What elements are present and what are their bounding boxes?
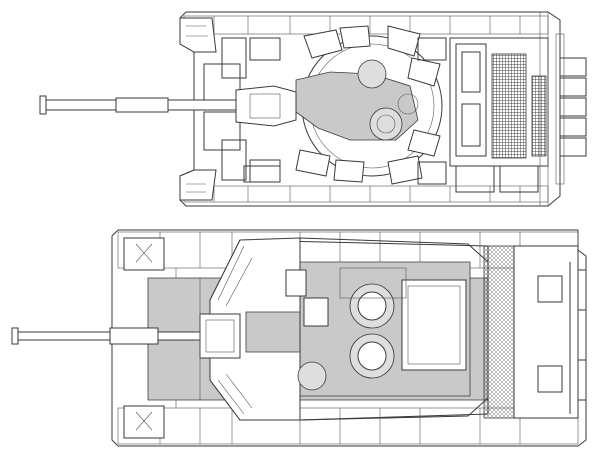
lower-bustle-rack [401,279,467,371]
lower-gun-barrel [11,331,111,341]
upper-gun-evacuator [115,97,169,113]
lower-track-guard-bottom [117,407,579,445]
upper-front-right-block [179,169,217,201]
upper-engine-grill [491,53,527,159]
lower-rear-deck [513,245,579,419]
upper-front-left-block [179,17,217,53]
lower-vehicle [11,229,587,447]
upper-rear-racks [559,57,587,157]
upper-commander-hatch [369,107,403,141]
upper-guard-segments [213,16,521,202]
upper-crew-panels [295,25,441,185]
lower-front-stowage [123,237,165,439]
lower-periscope [297,361,327,391]
lower-main-gun [11,313,241,359]
upper-vehicle [39,11,587,207]
lower-gun-evacuator [109,327,159,345]
upper-loader-hatch [357,59,387,89]
upper-main-gun [39,85,297,127]
upper-side-panels [203,37,281,183]
lower-gun-mantlet [199,313,241,359]
upper-gun-barrel [39,99,117,111]
upper-gun-mantlet [235,85,297,127]
